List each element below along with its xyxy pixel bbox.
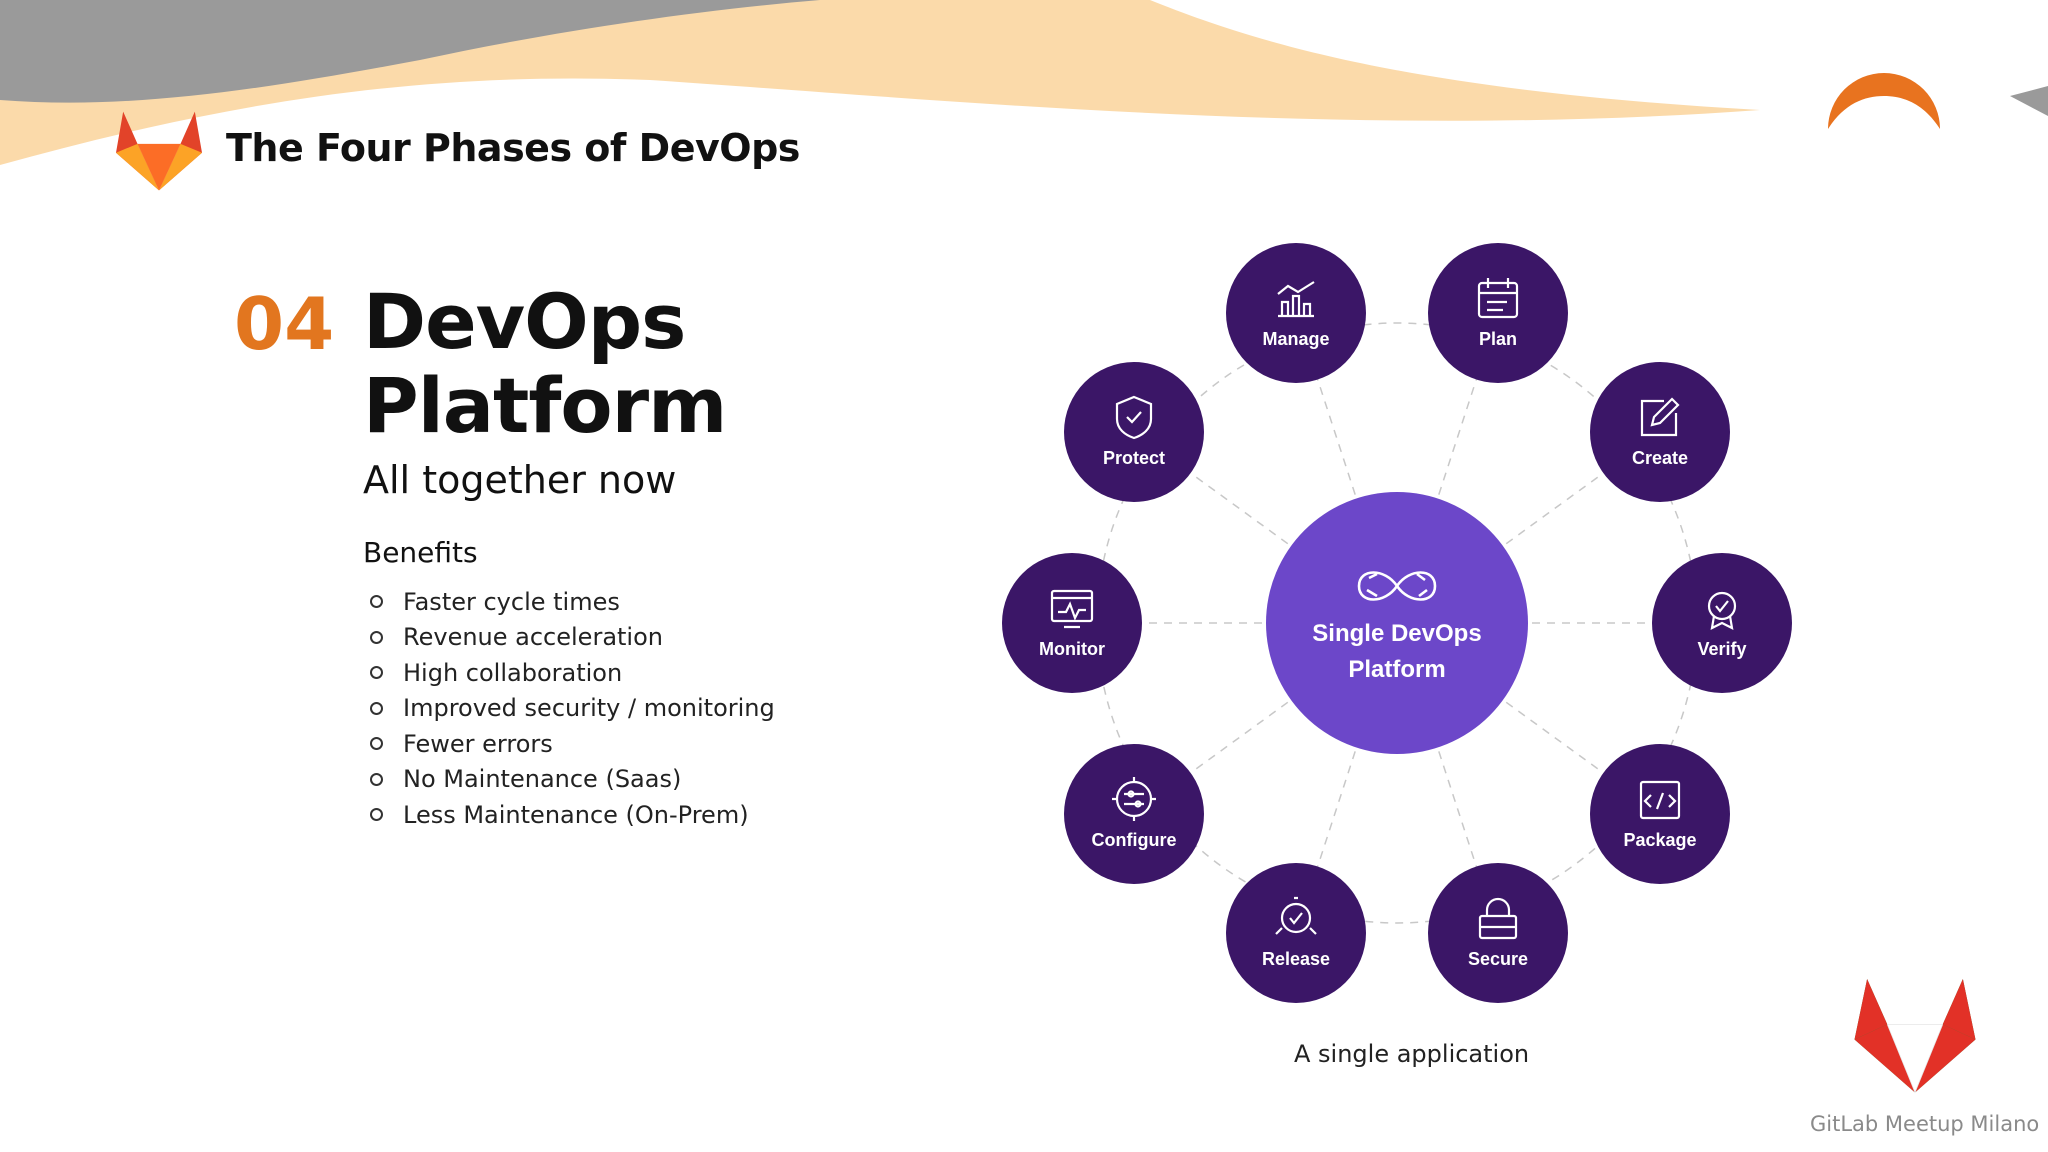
benefit-text: High collaboration [403, 658, 623, 687]
gitlab-logo-icon [116, 111, 202, 191]
orange-sun-shape [1828, 73, 1940, 129]
benefit-item: Faster cycle times [370, 584, 775, 620]
edit-icon [1640, 397, 1680, 437]
benefit-item: Improved security / monitoring [370, 691, 775, 727]
node-label: Plan [1479, 329, 1517, 349]
node-configure[interactable]: Configure [1064, 744, 1204, 884]
meetup-brand-label: GitLab Meetup Milano [1810, 1112, 2040, 1136]
section-number: 04 [234, 282, 335, 366]
benefit-item: No Maintenance (Saas) [370, 762, 775, 798]
node-create[interactable]: Create [1590, 362, 1730, 502]
benefit-item: Fewer errors [370, 726, 775, 762]
benefit-text: Fewer errors [403, 729, 553, 758]
diagram-caption: A single application [1294, 1040, 1530, 1068]
infinity-icon [1357, 571, 1437, 601]
node-package[interactable]: Package [1590, 744, 1730, 884]
section-subtitle: All together now [363, 458, 677, 502]
node-release[interactable]: Release [1226, 863, 1366, 1003]
center-line2: Platform [1348, 656, 1445, 683]
edge-arrow-shape [2010, 86, 2048, 116]
devops-platform-diagram: Single DevOps Platform Manage Plan Creat… [1002, 243, 1792, 1003]
benefit-text: Faster cycle times [403, 587, 620, 616]
monitor-pulse-icon [1050, 589, 1094, 629]
gitlab-italia-logo-icon [1854, 979, 1976, 1094]
section-title-line2: Platform [363, 361, 727, 450]
benefits-heading: Benefits [363, 536, 478, 569]
calendar-icon [1477, 278, 1519, 319]
benefit-text: No Maintenance (Saas) [403, 765, 682, 794]
bullet-icon [370, 772, 383, 786]
node-label: Monitor [1039, 639, 1105, 659]
node-label: Configure [1092, 830, 1177, 850]
background-swoosh [0, 0, 2048, 165]
benefit-item: Less Maintenance (On-Prem) [370, 797, 775, 833]
badge-check-icon [1707, 591, 1737, 630]
section-title: DevOps Platform [363, 277, 727, 450]
benefits-list: Faster cycle times Revenue acceleration … [370, 584, 775, 833]
bullet-icon [370, 630, 383, 644]
node-label: Create [1632, 448, 1688, 468]
node-plan[interactable]: Plan [1428, 243, 1568, 383]
benefit-text: Revenue acceleration [403, 623, 663, 652]
node-monitor[interactable]: Monitor [1002, 553, 1142, 693]
node-manage[interactable]: Manage [1226, 243, 1366, 383]
bullet-icon [370, 808, 383, 822]
section-title-line1: DevOps [363, 277, 686, 366]
node-label: Verify [1697, 639, 1746, 659]
node-label: Release [1262, 949, 1330, 969]
bullet-icon [370, 701, 383, 715]
node-label: Protect [1103, 448, 1165, 468]
slide-title: The Four Phases of DevOps [226, 126, 800, 170]
shield-check-icon [1115, 395, 1153, 440]
benefit-item: Revenue acceleration [370, 620, 775, 656]
code-box-icon [1639, 780, 1681, 820]
node-label: Manage [1262, 329, 1329, 349]
node-secure[interactable]: Secure [1428, 863, 1568, 1003]
chart-icon [1277, 281, 1315, 318]
bullet-icon [370, 595, 383, 609]
benefit-text: Improved security / monitoring [403, 694, 775, 723]
bullet-icon [370, 666, 383, 680]
gear-sliders-icon [1112, 777, 1156, 821]
node-verify[interactable]: Verify [1652, 553, 1792, 693]
node-label: Secure [1468, 949, 1528, 969]
lock-icon [1478, 897, 1518, 940]
bullet-icon [370, 737, 383, 751]
benefit-text: Less Maintenance (On-Prem) [403, 800, 749, 829]
node-label: Package [1623, 830, 1696, 850]
node-protect[interactable]: Protect [1064, 362, 1204, 502]
benefit-item: High collaboration [370, 655, 775, 691]
center-platform-node: Single DevOps Platform [1266, 492, 1528, 754]
release-icon [1275, 896, 1317, 935]
center-line1: Single DevOps [1312, 620, 1481, 647]
